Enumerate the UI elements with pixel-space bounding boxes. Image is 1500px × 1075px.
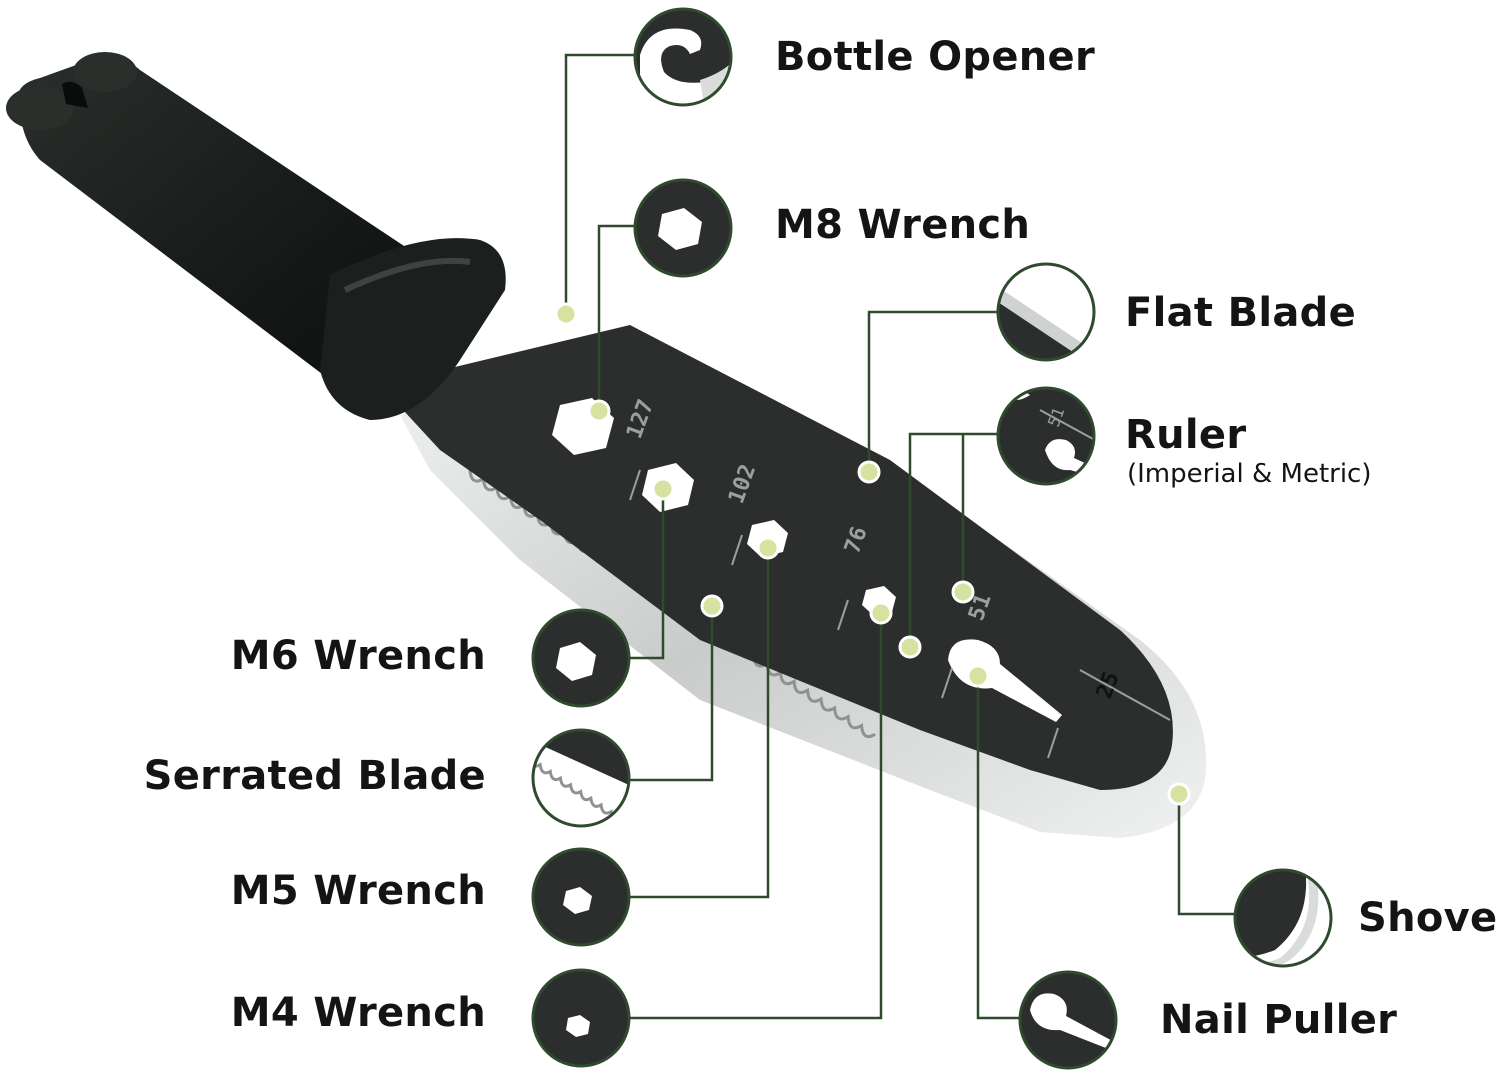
connector-nail-puller (976, 676, 1020, 1020)
connector-m8 (597, 224, 635, 410)
connector-flat-blade (867, 310, 998, 472)
nail-puller-slot (948, 639, 1062, 722)
flat-blade-icon (996, 262, 1096, 362)
shovel-tip-icon (1233, 868, 1333, 968)
serrated-blade-icon (531, 728, 631, 828)
ruler-ticks (629, 469, 1171, 759)
label-m5-wrench: M5 Wrench (230, 868, 486, 914)
connector-ruler-a (908, 432, 998, 647)
nail-puller-icon (1018, 970, 1118, 1070)
label-shovel: Shovel (1358, 895, 1500, 941)
connector-shovel (1177, 794, 1235, 916)
dot-flat-blade (857, 460, 881, 484)
connector-m6 (629, 489, 665, 660)
handle-end-cap-left (6, 86, 74, 130)
label-ruler-sub: (Imperial & Metric) (1127, 459, 1372, 489)
guard-highlight (343, 257, 471, 293)
hex-wrench-icon (531, 608, 631, 708)
label-serrated-blade: Serrated Blade (143, 753, 486, 799)
dot-serrated (700, 594, 724, 618)
handle-end-cap-right (73, 52, 137, 92)
dot-m5 (756, 536, 780, 560)
hex-wrench-icon (531, 847, 631, 947)
handle (6, 52, 506, 420)
label-m4-wrench: M4 Wrench (230, 990, 486, 1036)
connector-serrated (629, 606, 714, 782)
dot-m8 (587, 399, 611, 423)
dot-bottle-opener (554, 302, 578, 326)
ruler-icon: 51 (996, 386, 1096, 486)
hex-wrench-icon (531, 968, 631, 1068)
dot-m6 (651, 477, 675, 501)
handle-grip (17, 57, 424, 389)
label-m6-wrench: M6 Wrench (230, 633, 486, 679)
label-m8-wrench: M8 Wrench (775, 202, 1031, 248)
dot-m4 (869, 601, 893, 625)
connector-m4 (629, 613, 883, 1020)
dot-ruler-b (898, 635, 922, 659)
dot-shovel (1167, 782, 1191, 806)
label-nail-puller: Nail Puller (1160, 997, 1398, 1043)
dot-nail-puller (966, 664, 990, 688)
dot-ruler-a (951, 580, 975, 604)
label-ruler: Ruler (1125, 412, 1247, 458)
callout-dots (554, 302, 1191, 806)
label-bottle-opener: Bottle Opener (775, 34, 1095, 80)
connector-m5 (629, 548, 770, 899)
connector-lines (564, 53, 1235, 1020)
blade: 127 102 76 51 25 (380, 325, 1207, 838)
bottle-opener-icon (633, 7, 733, 107)
hex-wrench-icon (633, 178, 733, 278)
label-flat-blade: Flat Blade (1125, 290, 1357, 336)
lanyard-slot (62, 81, 88, 108)
connector-bottle-opener (564, 53, 635, 313)
